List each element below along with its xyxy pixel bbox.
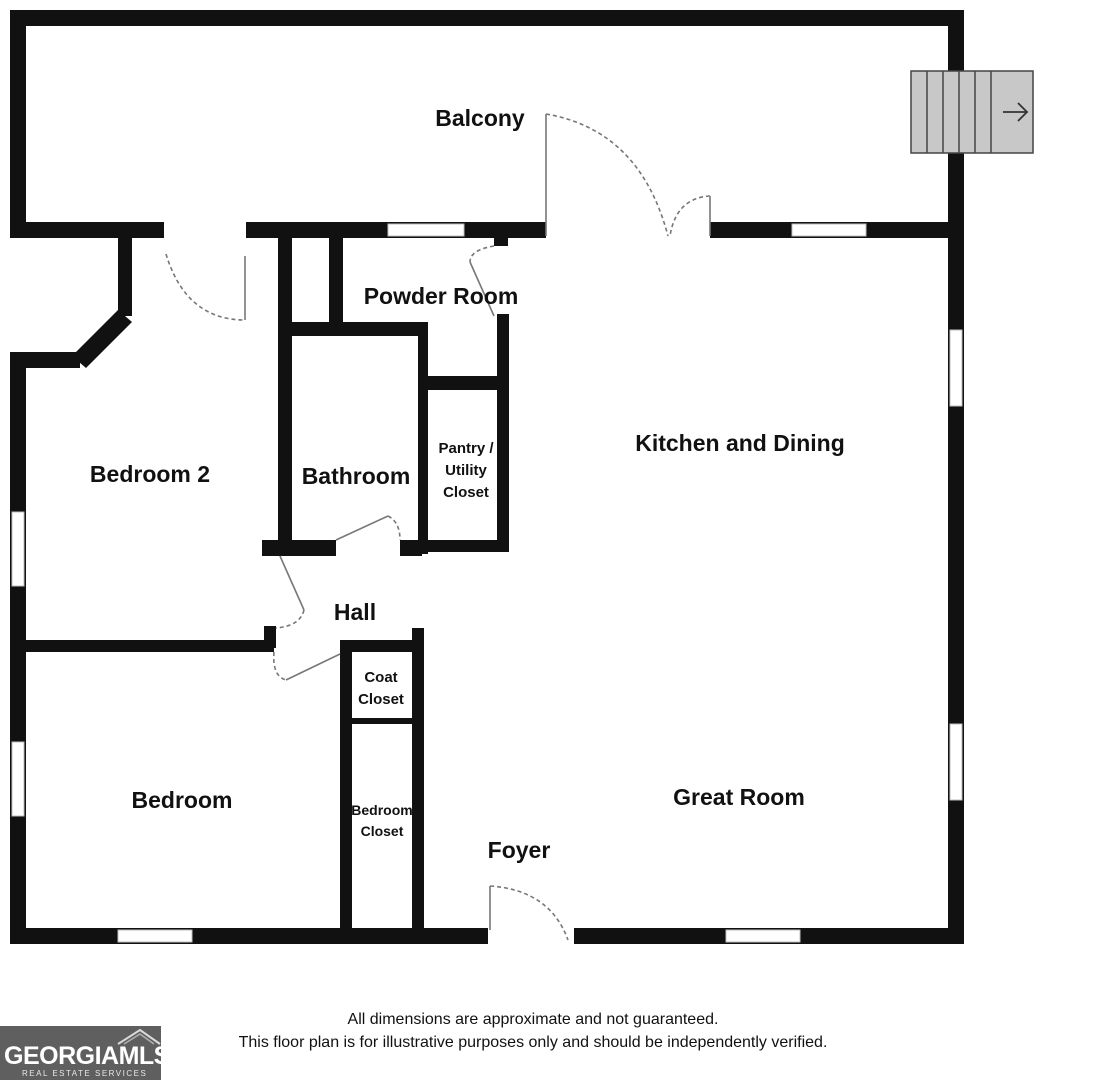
stair-arrow-icon: [1003, 102, 1029, 122]
wall-bath-top: [278, 322, 426, 336]
doors: [165, 113, 711, 941]
wall-bedrooms-divider: [10, 640, 274, 652]
window-bottom-right: [725, 929, 801, 943]
label-foyer: Foyer: [488, 837, 551, 863]
disclaimer-line-2: This floor plan is for illustrative purp…: [238, 1034, 828, 1051]
label-great-room: Great Room: [673, 784, 805, 810]
label-kitchen-dining: Kitchen and Dining: [635, 430, 845, 456]
label-coat-closet-1: Coat: [364, 669, 397, 686]
label-coat-closet-2: Closet: [358, 691, 404, 708]
wall-bath-bottom-left: [262, 540, 336, 556]
wall-bath-right: [418, 322, 428, 554]
wall-pantry-bottom: [420, 540, 509, 552]
wall-closet-top: [340, 640, 422, 652]
door-bed2-hall-leaf: [279, 555, 305, 611]
wall-bath-shaft: [329, 236, 343, 326]
wall-closet-left: [340, 640, 352, 936]
label-bedroom-closet-2: Closet: [361, 823, 404, 839]
window-right-lower: [949, 723, 963, 801]
wall-bath-left: [278, 236, 292, 552]
door-bed2-hall-swing: [275, 609, 305, 629]
wall-left-balcony: [10, 10, 26, 238]
wall-right: [948, 10, 964, 944]
door-powder-swing: [469, 245, 495, 263]
wall-bath-bottom-right: [400, 540, 422, 556]
door-bedroom-leaf: [285, 653, 341, 681]
logo-wordmark: GEORGIAMLS: [4, 1042, 170, 1070]
window-left-bedroom: [11, 741, 25, 817]
label-bathroom: Bathroom: [302, 463, 411, 489]
wall-closet-divider: [340, 718, 422, 724]
label-powder-room: Powder Room: [364, 283, 519, 309]
georgia-mls-logo: GEORGIAMLS REAL ESTATE SERVICES: [0, 1026, 170, 1080]
wall-hall-jamb: [264, 626, 276, 648]
wall-pantry-top: [420, 376, 508, 390]
wall-powder-jamb: [494, 236, 508, 246]
wall-bed2-notch-diagonal: [72, 310, 132, 368]
window-bottom-left: [117, 929, 193, 943]
label-balcony: Balcony: [435, 105, 525, 131]
wall-bed2-notch-horizontal: [10, 352, 80, 368]
label-bedroom-2: Bedroom 2: [90, 461, 210, 487]
door-bath-swing: [387, 515, 401, 541]
door-balcony-main-swing: [545, 113, 669, 237]
label-pantry-3: Closet: [443, 484, 489, 501]
label-hall: Hall: [334, 599, 376, 625]
window-left-bed2: [11, 511, 25, 587]
window-balcony-left: [387, 223, 465, 237]
wall-top: [10, 10, 964, 26]
label-bedroom-closet-1: Bedroom: [351, 802, 412, 818]
windows: [11, 223, 963, 943]
wall-closet-right: [412, 628, 424, 936]
wall-bed2-notch-vertical: [118, 236, 132, 316]
stair: [910, 70, 1034, 154]
room-labels: Balcony Powder Room Kitchen and Dining B…: [90, 105, 845, 863]
door-balcony-small-swing: [669, 195, 711, 237]
logo-tagline: REAL ESTATE SERVICES: [22, 1069, 148, 1078]
label-pantry-1: Pantry /: [438, 440, 494, 457]
door-foyer-swing: [489, 885, 569, 941]
door-bedroom-swing: [272, 651, 287, 681]
label-pantry-2: Utility: [445, 462, 487, 479]
wall-pantry-right: [497, 314, 509, 552]
wall-balcony-1: [10, 222, 164, 238]
disclaimer-line-1: All dimensions are approximate and not g…: [347, 1011, 719, 1028]
roof-peak-icon: [117, 1028, 161, 1045]
label-bedroom: Bedroom: [132, 787, 233, 813]
door-bed2-swing: [165, 253, 246, 321]
door-bath-leaf: [335, 515, 389, 541]
door-powder-leaf: [469, 261, 495, 317]
window-right-upper: [949, 329, 963, 407]
window-balcony-right: [791, 223, 867, 237]
